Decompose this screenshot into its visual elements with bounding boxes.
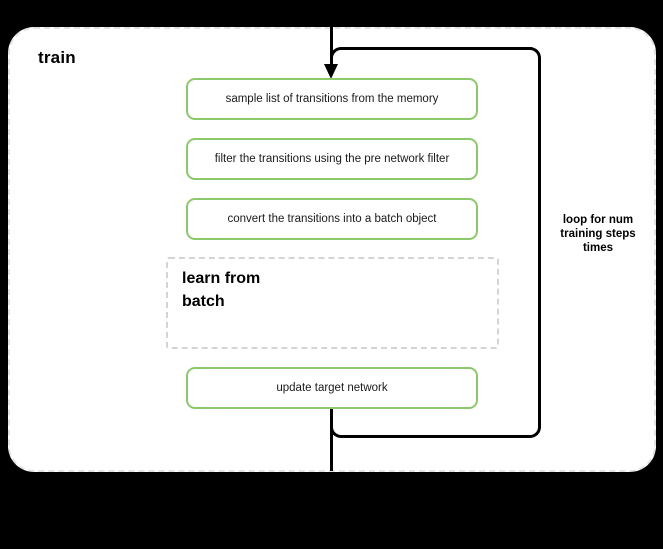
- step-filter-transitions[interactable]: filter the transitions using the pre net…: [186, 138, 478, 180]
- loop-bottom-line: [340, 435, 530, 438]
- learn-from-batch-group[interactable]: learn from batch: [166, 257, 499, 349]
- step-label: convert the transitions into a batch obj…: [227, 213, 437, 225]
- step-update-target-network[interactable]: update target network: [186, 367, 478, 409]
- entry-arrowhead-icon: [324, 64, 338, 79]
- step-sample-transitions[interactable]: sample list of transitions from the memo…: [186, 78, 478, 120]
- learn-from-batch-title: learn from batch: [182, 270, 261, 310]
- loop-caption: loop for num training steps times: [560, 214, 636, 254]
- entry-arrow-line: [330, 48, 333, 72]
- step-label: sample list of transitions from the memo…: [225, 93, 439, 105]
- step-convert-to-batch[interactable]: convert the transitions into a batch obj…: [186, 198, 478, 240]
- exit-flow-line: [330, 408, 333, 471]
- step-label: update target network: [276, 382, 388, 394]
- loop-top-line: [340, 47, 532, 50]
- loop-corner-top-right-icon: [528, 47, 541, 60]
- loop-right-line: [538, 57, 541, 428]
- step-label: filter the transitions using the pre net…: [214, 153, 450, 165]
- loop-corner-top-left-icon: [330, 47, 343, 60]
- entry-flow-line: [330, 0, 333, 48]
- train-title: train: [38, 48, 76, 67]
- loop-corner-bottom-right-icon: [528, 425, 541, 438]
